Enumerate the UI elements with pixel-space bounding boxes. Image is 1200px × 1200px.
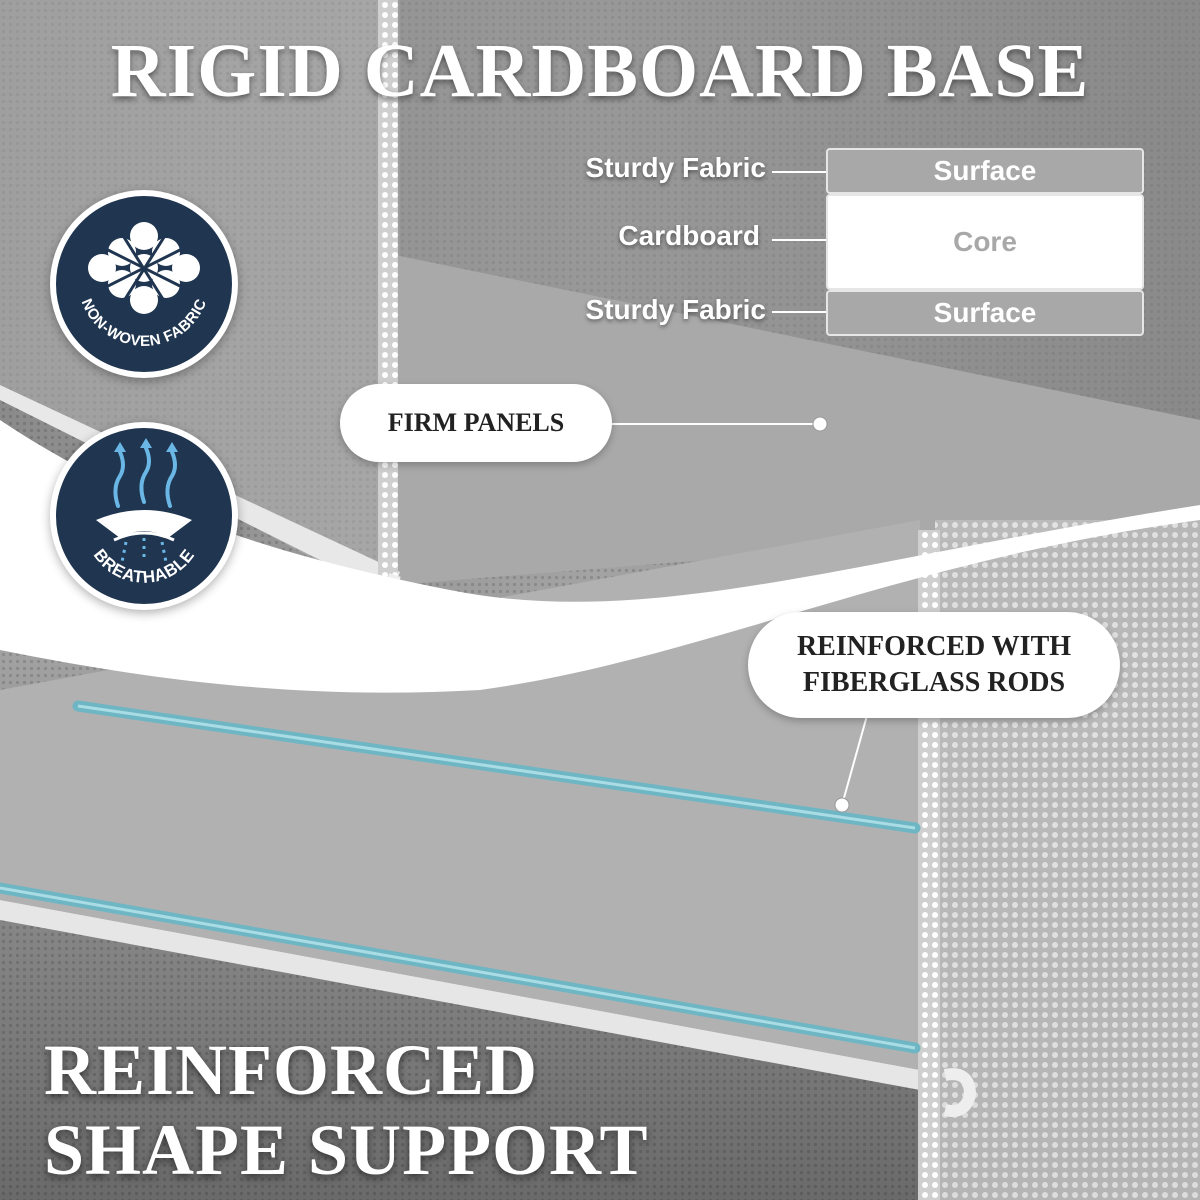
badge-breathable: BREATHABLE bbox=[50, 422, 238, 610]
layer-box-bottom-surface: Surface bbox=[826, 290, 1144, 336]
headline-bottom-line-1: REINFORCED bbox=[44, 1030, 539, 1110]
headline-top: RIGID CARDBOARD BASE bbox=[110, 29, 1090, 113]
badge-non-woven-fabric: NON-WOVEN FABRIC bbox=[50, 190, 238, 378]
callout-firm-panels-text: FIRM PANELS bbox=[387, 408, 565, 437]
layer-box-top-surface: Surface bbox=[826, 148, 1144, 194]
callout-rods-line-1: REINFORCED WITH bbox=[796, 631, 1072, 662]
headline-bottom: REINFORCED SHAPE SUPPORT bbox=[44, 1030, 804, 1190]
layer-box-core: Core bbox=[826, 194, 1144, 290]
callout-firm-panels: FIRM PANELS bbox=[340, 384, 612, 462]
breathable-layers-icon bbox=[96, 438, 192, 563]
layer-label-bottom: Sturdy Fabric bbox=[585, 294, 766, 325]
callout-fiberglass-rods: REINFORCED WITH FIBERGLASS RODS bbox=[748, 612, 1120, 718]
badge-breathable-text: BREATHABLE bbox=[90, 546, 198, 587]
layer-label-top: Sturdy Fabric bbox=[585, 152, 766, 183]
callout-rods-line-2: FIBERGLASS RODS bbox=[802, 667, 1066, 698]
headline-bottom-line-2: SHAPE SUPPORT bbox=[44, 1110, 649, 1190]
woven-fabric-icon bbox=[88, 222, 200, 314]
layer-label-middle: Cardboard bbox=[618, 220, 760, 251]
svg-text:BREATHABLE: BREATHABLE bbox=[90, 546, 198, 587]
